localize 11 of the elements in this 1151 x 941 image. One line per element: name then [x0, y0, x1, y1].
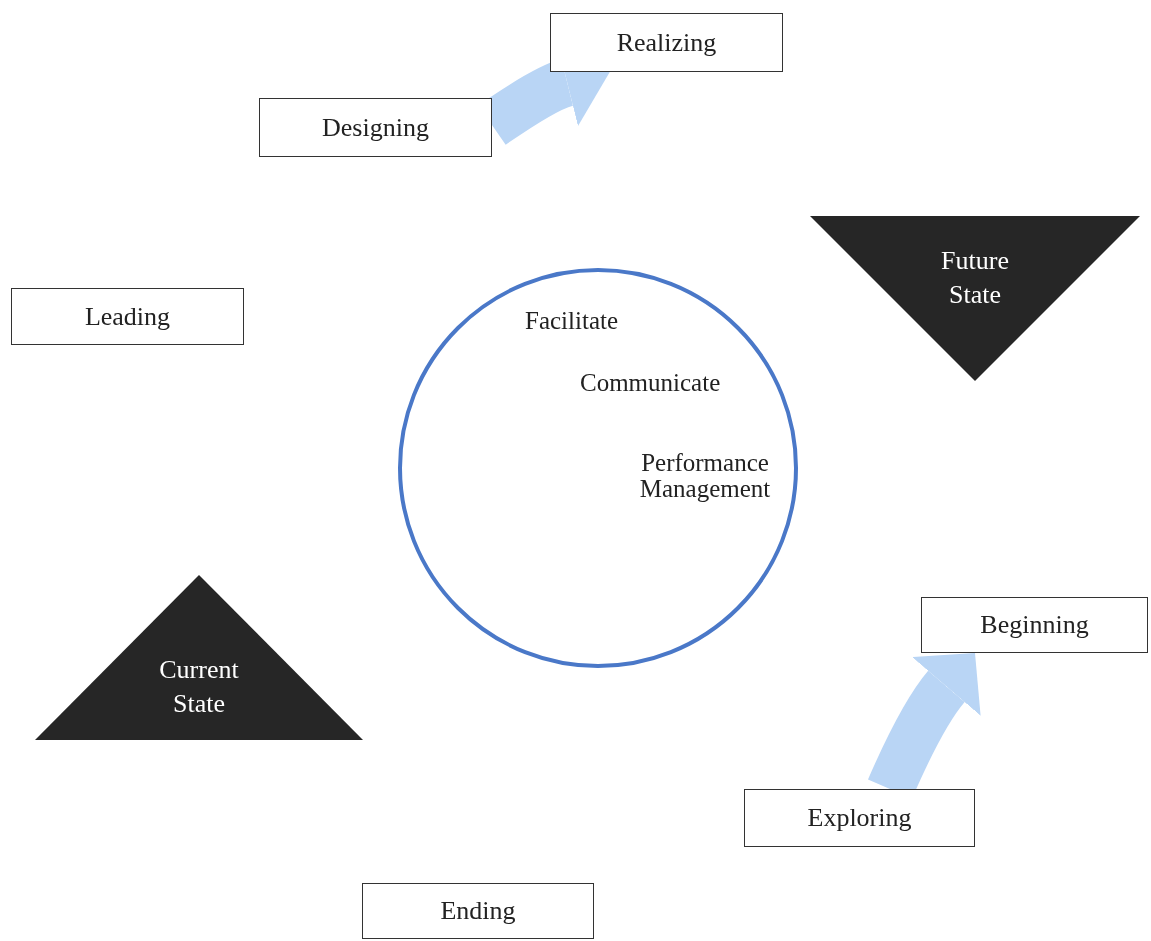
- skill-label: Performance Management: [638, 450, 772, 503]
- skill-label: Facilitate: [525, 308, 619, 335]
- stage-box: Designing: [259, 98, 492, 157]
- stage-box: Beginning: [921, 597, 1148, 653]
- state-label: Future State: [940, 245, 1010, 311]
- skill-label: Communicate: [580, 370, 721, 397]
- stage-box: Leading: [11, 288, 244, 345]
- stage-box: Ending: [362, 883, 594, 939]
- stage-box: Realizing: [550, 13, 783, 72]
- state-label: Current State: [158, 654, 240, 720]
- stage-box: Exploring: [744, 789, 975, 847]
